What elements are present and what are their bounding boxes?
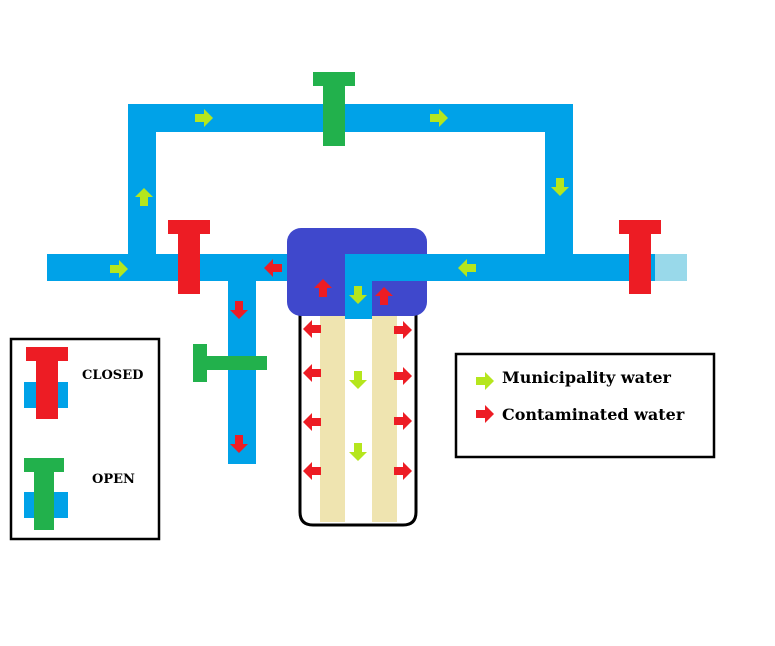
closed-valve-icon (24, 347, 68, 419)
outlet-valve (619, 220, 661, 294)
water-legend: Municipality water Contaminated water (454, 352, 716, 459)
water-legend-box (454, 352, 716, 459)
bypass-loop-top-pipe (128, 104, 573, 132)
contaminated-water-label: Contaminated water (502, 405, 685, 424)
open-valve-icon (24, 458, 68, 530)
t-valve-icon (193, 344, 267, 382)
bypass-loop-left-pipe (128, 104, 156, 274)
contaminated-flow-arrow (303, 462, 321, 480)
drain-valve (193, 344, 267, 382)
t-valve-icon (313, 72, 355, 146)
contaminated-flow-arrow (303, 320, 321, 338)
filter-media-right (372, 316, 397, 522)
inlet-valve (168, 220, 210, 294)
valve-legend: CLOSED OPEN (9, 337, 161, 541)
open-label: OPEN (92, 472, 135, 487)
valves (168, 72, 661, 382)
filter-housing (287, 228, 427, 527)
contaminated-flow-arrow (303, 413, 321, 431)
t-valve-icon (619, 220, 661, 294)
filter-media-left (320, 316, 345, 522)
contaminated-flow-arrow (303, 364, 321, 382)
municipal-flow-arrow (349, 371, 367, 389)
t-valve-icon (168, 220, 210, 294)
municipal-flow-arrow (349, 443, 367, 461)
filter-bowl-outline (298, 300, 418, 527)
bypass-valve (313, 72, 355, 146)
municipal-water-label: Municipality water (502, 368, 672, 387)
closed-label: CLOSED (82, 368, 143, 383)
outlet-pipe-end (655, 254, 687, 281)
